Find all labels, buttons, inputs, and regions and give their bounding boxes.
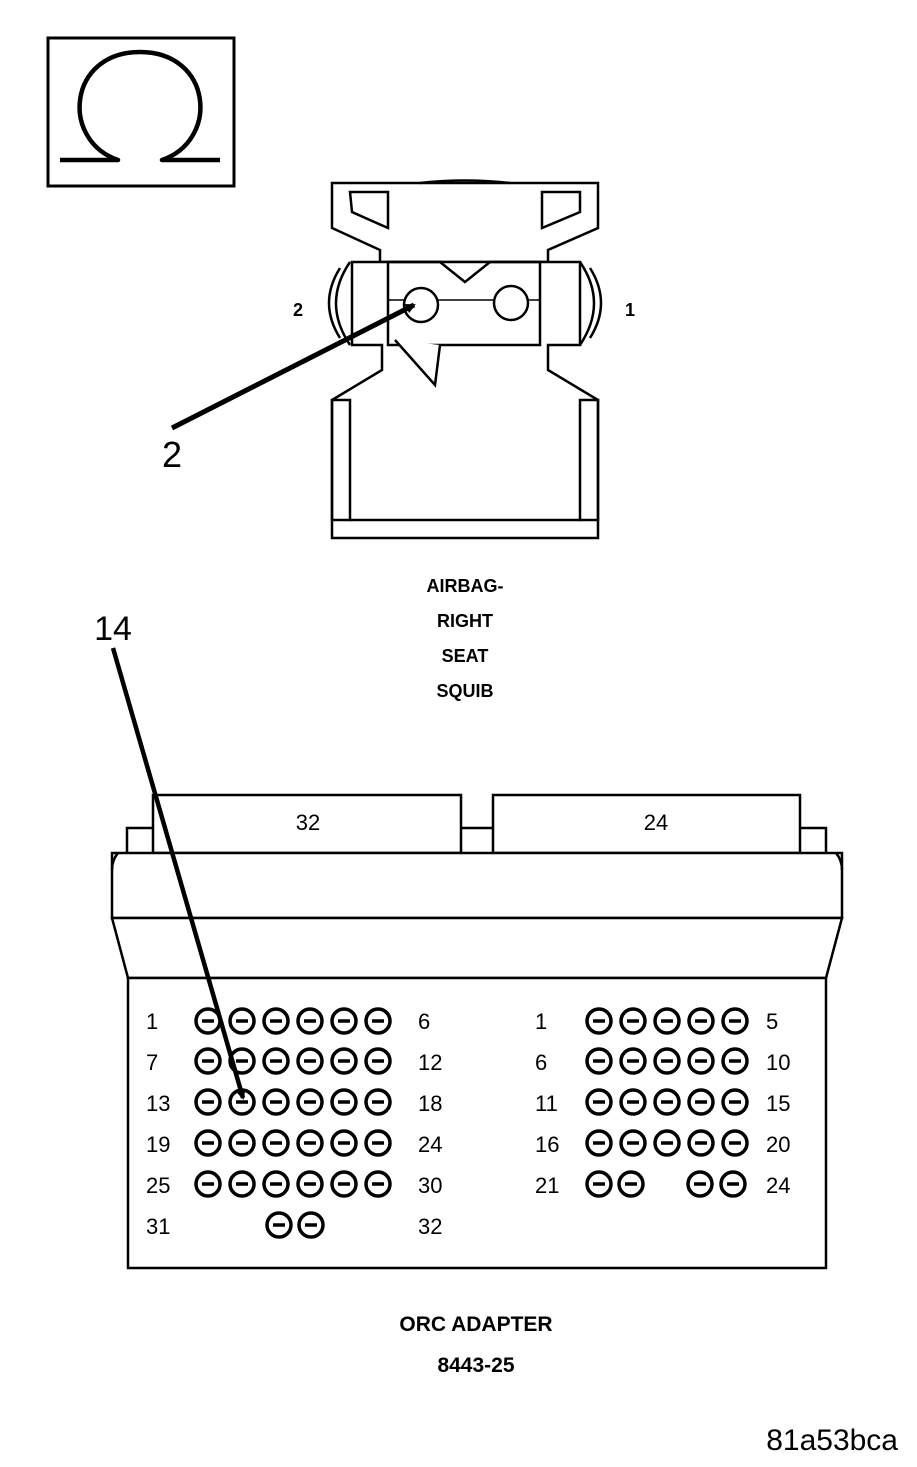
pin-socket-left-18 — [364, 1088, 392, 1116]
pin-socket-left-11 — [330, 1047, 358, 1075]
pin-socket-right-17 — [619, 1129, 647, 1157]
pin-socket-left-27 — [262, 1170, 290, 1198]
pin-socket-right-9 — [687, 1047, 715, 1075]
left-row-1-end: 6 — [418, 1009, 430, 1034]
pin-socket-left-28 — [296, 1170, 324, 1198]
squib-caption-line-1: AIRBAG- — [427, 576, 504, 596]
right-row-5-end: 24 — [766, 1173, 790, 1198]
pin-socket-left-30 — [364, 1170, 392, 1198]
right-pin-labels: 1 6 11 16 21 5 10 15 20 24 — [535, 1009, 790, 1198]
pin-socket-right-13 — [653, 1088, 681, 1116]
pin-socket-left-21 — [262, 1129, 290, 1157]
pin-socket-left-15 — [262, 1088, 290, 1116]
pin-socket-right-16 — [585, 1129, 613, 1157]
pin-socket-left-19 — [194, 1129, 222, 1157]
pin-socket-left-29 — [330, 1170, 358, 1198]
right-row-4-start: 16 — [535, 1132, 559, 1157]
pin-socket-left-9 — [262, 1047, 290, 1075]
pin-socket-left-20 — [228, 1129, 256, 1157]
right-row-2-end: 10 — [766, 1050, 790, 1075]
adapter-caption-line-1: ORC ADAPTER — [399, 1313, 552, 1336]
pin-socket-left-12 — [364, 1047, 392, 1075]
pin-socket-left-4 — [296, 1007, 324, 1035]
pin-socket-right-8 — [653, 1047, 681, 1075]
right-row-3-start: 11 — [535, 1091, 558, 1116]
pin-socket-right-14 — [687, 1088, 715, 1116]
pin-socket-left-32 — [297, 1211, 325, 1239]
pin-socket-left-16 — [296, 1088, 324, 1116]
squib-caption-line-2: RIGHT — [437, 611, 493, 631]
pin-socket-right-11 — [585, 1088, 613, 1116]
pin-socket-left-7 — [194, 1047, 222, 1075]
pin-socket-right-4 — [687, 1007, 715, 1035]
callout-arrow-pin-14 — [110, 647, 246, 1100]
pin-socket-left-5 — [330, 1007, 358, 1035]
pin-socket-left-3 — [262, 1007, 290, 1035]
pin-socket-left-17 — [330, 1088, 358, 1116]
pin-socket-left-26 — [228, 1170, 256, 1198]
right-row-1-end: 5 — [766, 1009, 778, 1034]
pin-socket-left-24 — [364, 1129, 392, 1157]
tab-label-24: 24 — [644, 810, 668, 835]
pin-socket-right-2 — [619, 1007, 647, 1035]
pin-socket-right-6 — [585, 1047, 613, 1075]
left-row-2-end: 12 — [418, 1050, 442, 1075]
pin-socket-left-23 — [330, 1129, 358, 1157]
right-row-3-end: 15 — [766, 1091, 790, 1116]
adapter-caption-line-2: 8443-25 — [437, 1354, 514, 1377]
pin-socket-right-1 — [585, 1007, 613, 1035]
pin-socket-right-23 — [686, 1170, 714, 1198]
left-row-3-end: 18 — [418, 1091, 442, 1116]
squib-caption-line-4: SQUIB — [436, 681, 493, 701]
callout-arrow-pin-2 — [170, 302, 416, 431]
squib-caption-line-3: SEAT — [442, 646, 489, 666]
left-row-6-end: 32 — [418, 1214, 442, 1239]
right-row-4-end: 20 — [766, 1132, 790, 1157]
pin-socket-left-22 — [296, 1129, 324, 1157]
tab-label-32: 32 — [296, 810, 320, 835]
callout-number-14: 14 — [94, 610, 132, 648]
right-row-2-start: 6 — [535, 1050, 547, 1075]
left-pin-labels: 1 7 13 19 25 31 6 12 18 24 30 32 — [146, 1009, 442, 1239]
squib-connector — [327, 179, 603, 540]
pin-socket-left-25 — [194, 1170, 222, 1198]
figure-id: 81a53bca — [766, 1424, 898, 1457]
squib-pin-left-label: 2 — [293, 300, 303, 320]
pin-socket-right-15 — [721, 1088, 749, 1116]
callout-number-2: 2 — [162, 434, 182, 475]
left-row-1-start: 1 — [146, 1009, 158, 1034]
pin-socket-right-10 — [721, 1047, 749, 1075]
right-row-5-start: 21 — [535, 1173, 559, 1198]
pin-socket-right-21 — [585, 1170, 613, 1198]
pin-socket-left-31 — [265, 1211, 293, 1239]
left-row-3-start: 13 — [146, 1091, 170, 1116]
right-row-1-start: 1 — [535, 1009, 547, 1034]
pin-socket-right-22 — [617, 1170, 645, 1198]
left-row-2-start: 7 — [146, 1050, 158, 1075]
pin-2-cavity — [402, 286, 440, 324]
pin-socket-right-12 — [619, 1088, 647, 1116]
left-row-4-end: 24 — [418, 1132, 442, 1157]
pin-socket-right-7 — [619, 1047, 647, 1075]
pin-socket-left-13 — [194, 1088, 222, 1116]
ohm-icon — [60, 49, 220, 163]
pin-sockets — [194, 1007, 749, 1239]
pin-socket-left-2 — [228, 1007, 256, 1035]
pin-socket-left-10 — [296, 1047, 324, 1075]
pin-socket-right-20 — [721, 1129, 749, 1157]
pin-socket-right-24 — [719, 1170, 747, 1198]
pin-socket-right-5 — [721, 1007, 749, 1035]
pin-socket-right-18 — [653, 1129, 681, 1157]
squib-pin-right-label: 1 — [625, 300, 635, 320]
pin-socket-right-3 — [653, 1007, 681, 1035]
left-row-5-start: 25 — [146, 1173, 170, 1198]
left-row-4-start: 19 — [146, 1132, 170, 1157]
left-row-5-end: 30 — [418, 1173, 442, 1198]
pin-1-cavity — [492, 284, 530, 322]
left-row-6-start: 31 — [146, 1214, 170, 1239]
pin-socket-right-19 — [687, 1129, 715, 1157]
ohm-symbol-box — [46, 36, 236, 188]
pin-socket-left-6 — [364, 1007, 392, 1035]
